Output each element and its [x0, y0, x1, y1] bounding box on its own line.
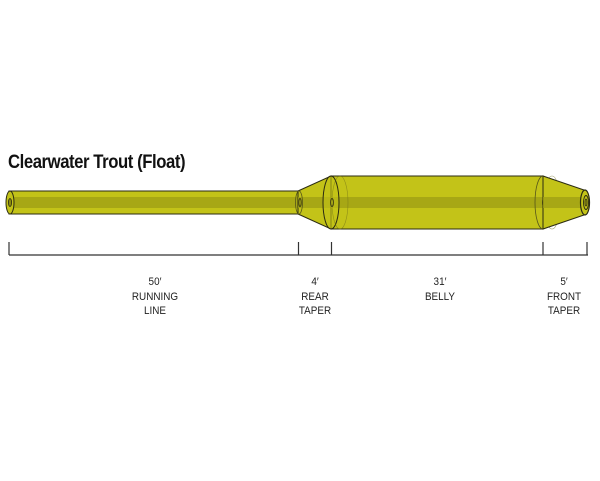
segment-label-running-line: 50′ RUNNING LINE	[124, 275, 187, 319]
segment-length: 5′	[560, 276, 568, 288]
segment-name-line1: RUNNING	[131, 290, 179, 303]
segment-length: 31′	[433, 276, 447, 288]
length-scale	[8, 242, 588, 256]
running-line-shape	[5, 190, 300, 215]
diagram-title: Clearwater Trout (Float)	[8, 152, 186, 173]
segment-name-line2: LINE	[143, 305, 167, 317]
segment-name-line1: BELLY	[424, 290, 456, 303]
belly-shape	[322, 175, 561, 230]
segment-length: 50′	[148, 276, 162, 288]
segment-length: 4′	[311, 276, 319, 288]
front-taper-shape	[542, 175, 591, 230]
segment-label-belly: 31′ BELLY	[413, 275, 467, 304]
segment-name-line2: TAPER	[547, 305, 581, 317]
segment-name-line1: REAR	[301, 290, 329, 303]
segment-label-front-taper: 5′ FRONT TAPER	[537, 275, 591, 319]
segment-label-rear-taper: 4′ REAR TAPER	[288, 275, 342, 319]
segment-name-line1: FRONT	[546, 290, 582, 303]
segment-name-line2: TAPER	[298, 305, 332, 317]
